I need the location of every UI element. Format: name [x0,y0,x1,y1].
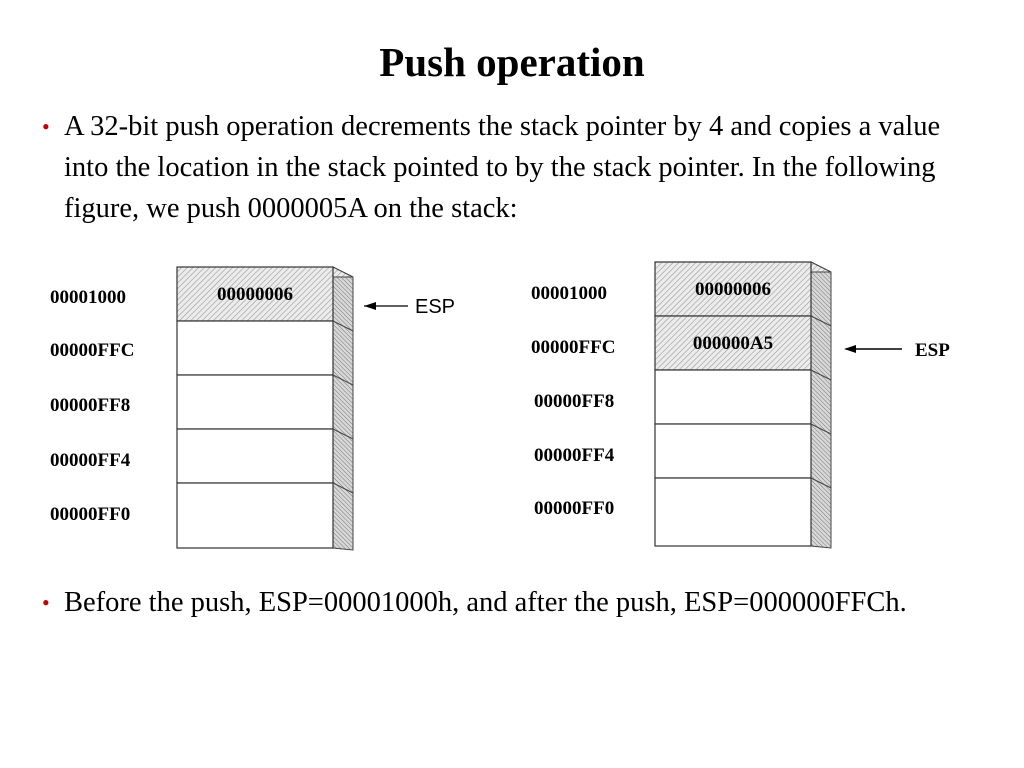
stack-before-divider [332,374,354,386]
address-label: 00000FFC [50,340,134,361]
stack-after-cell-4 [654,477,812,547]
address-label: 00000FF8 [50,395,130,416]
stack-figure: 00001000 00000FFC 00000FF8 00000FF4 0000… [44,252,854,556]
stack-before-side [332,266,354,551]
stack-after-divider [810,315,832,327]
esp-label: ESP [415,296,455,318]
address-label: 00000FF0 [50,504,130,525]
stack-after-cell-2 [654,369,812,425]
bullet-marker: • [42,114,50,139]
stack-before-cell-0 [176,266,334,322]
stack-before-cell-4 [176,482,334,549]
bullet-push-description: • A 32-bit push operation decrements the… [42,106,987,229]
stack-before-cell-1 [176,320,334,376]
stack-value: 00000006 [217,284,293,305]
bullet-marker: • [42,590,50,615]
stack-after-cell-0 [654,261,812,317]
stack-before: 00001000 00000FFC 00000FF8 00000FF4 0000… [50,266,455,551]
address-label: 00000FF4 [534,445,615,466]
stack-before-divider [332,320,354,332]
esp-label-after: ESP [915,340,950,361]
stack-before-cell-2 [176,374,334,430]
stack-after-cell-3 [654,423,812,479]
address-label: 00000FF0 [534,498,614,519]
esp-arrow-after [844,345,902,353]
arrow-head-icon [364,302,376,310]
bullet-text: A 32-bit push operation decrements the s… [64,111,941,224]
stack-value: 00000006 [695,279,771,300]
address-label: 00000FFC [531,337,615,358]
bullet-text: Before the push, ESP=00001000h, and afte… [64,587,907,618]
stack-before-cell-3 [176,428,334,484]
address-label: 00001000 [50,287,126,308]
stack-after-divider [810,423,832,435]
stack-before-divider [332,482,354,494]
stack-after: 00001000 00000FFC 00000FF8 00000FF4 0000… [531,261,832,549]
address-label: 00000FF4 [50,450,131,471]
stack-after-side [810,261,832,549]
stack-after-divider [810,477,832,489]
address-label: 00000FF8 [534,391,614,412]
address-label: 00001000 [531,283,607,304]
stack-before-divider [332,428,354,440]
stack-diagram: 00001000 00000FFC 00000FF8 00000FF4 0000… [50,261,832,551]
slide-title: Push operation [379,39,645,85]
arrow-head-icon [844,345,856,353]
stack-after-divider [810,369,832,381]
stack-after-cell-1 [654,315,812,371]
stack-value: 000000A5 [693,333,773,354]
bullet-esp-values: • Before the push, ESP=00001000h, and af… [42,582,987,623]
